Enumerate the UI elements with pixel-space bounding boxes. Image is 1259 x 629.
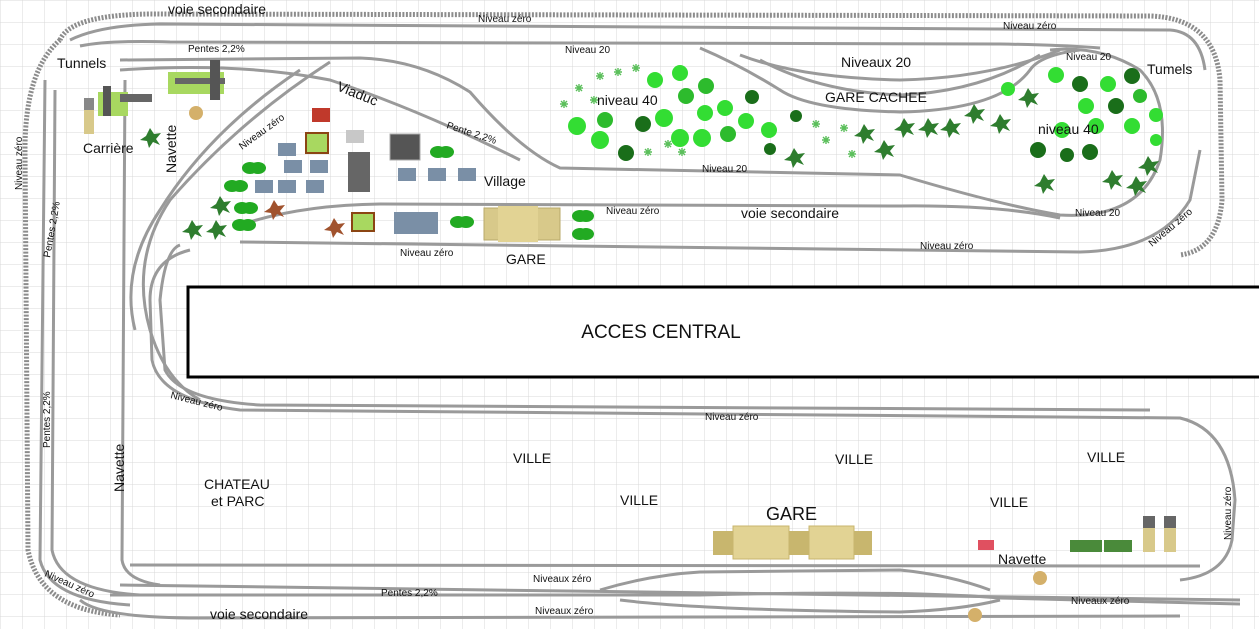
upper-station-main: [498, 206, 538, 242]
label-niveaux-zero-3: Niveaux zéro: [1071, 596, 1130, 607]
upper-station-track-1: [239, 202, 1061, 227]
label-niveau-zero-left-vertical: Niveau zéro: [14, 136, 25, 190]
label-pentes-left-2: Pentes 2,2%: [42, 391, 53, 448]
diagonal-track-inner: [129, 68, 301, 331]
label-gare-bottom: GARE: [766, 504, 817, 524]
station-depot: [394, 212, 438, 234]
label-et-parc: et PARC: [211, 493, 264, 509]
label-pentes-bottom: Pentes 2,2%: [381, 588, 438, 599]
label-gare-top: GARE: [506, 251, 546, 267]
bottom-switch-2: [619, 598, 1001, 614]
label-pentes-top: Pentes 2,2%: [188, 44, 245, 55]
label-carriere: Carrière: [83, 140, 134, 156]
top-track-2: [79, 40, 1101, 50]
silo-2-top: [1164, 516, 1176, 528]
bottom-track-4: [78, 598, 1181, 620]
bottom-track-2: [119, 583, 1241, 602]
bottom-track-3: [110, 591, 1241, 606]
acces-central-area: ACCES CENTRAL: [186, 285, 1259, 379]
label-niveau-zero-top: Niveau zéro: [478, 14, 532, 25]
label-gare-cachee: GARE CACHEE: [825, 89, 927, 105]
left-vertical-1: [38, 79, 131, 607]
label-navette-bottom: Navette: [998, 551, 1046, 567]
label-niveau-zero-left-station: Niveau zéro: [606, 206, 660, 217]
upper-station-track-2: [239, 149, 1202, 254]
acces-central-label: ACCES CENTRAL: [581, 322, 740, 343]
water-tower: [189, 106, 203, 120]
left-vertical-3: [120, 79, 161, 587]
forest-right: [1001, 67, 1163, 162]
label-chateau: CHATEAU: [204, 476, 270, 492]
label-navette-top: Navette: [163, 125, 179, 173]
bottom-track-1: [129, 563, 1201, 568]
label-niveaux-zero-1: Niveaux zéro: [533, 574, 592, 585]
red-house: [312, 108, 330, 122]
label-niveau-zero-right-vertical: Niveau zéro: [1223, 486, 1234, 540]
quarry-crane: [103, 86, 111, 116]
garden-plot: [305, 132, 329, 154]
autumn-trees: [264, 200, 345, 238]
label-tunnels-left: Tunnels: [57, 55, 106, 71]
church-building: [348, 152, 370, 192]
label-village: Village: [484, 173, 526, 189]
viaduct-track: [119, 66, 521, 162]
yard-building: [175, 78, 225, 84]
bush-group: [224, 146, 594, 240]
label-voie-secondaire-top: voie secondaire: [168, 1, 266, 17]
label-niveau-20-mid: Niveau 20: [702, 164, 747, 175]
label-niveau-40-left: niveau 40: [597, 92, 658, 108]
label-niveau-zero-top-right: Niveau zéro: [1003, 21, 1057, 32]
station-garden: [351, 212, 375, 232]
label-niveau-20-lower-right: Niveau 20: [1075, 208, 1120, 219]
label-voie-secondaire-bottom: voie secondaire: [210, 606, 308, 622]
left-tunnel-vertical: [22, 38, 121, 618]
label-niveau-40-right: niveau 40: [1038, 121, 1099, 137]
village-hall: [389, 133, 421, 161]
water-tower-bottom-1: [1033, 571, 1047, 585]
silo-1-top: [1143, 516, 1155, 528]
label-niveau-20-right: Niveau 20: [1066, 52, 1111, 63]
label-ville-4: VILLE: [620, 492, 658, 508]
labels: voie secondaire Niveau zéro Niveau zéro …: [14, 1, 1234, 622]
outer-tunnel-loop: [57, 11, 1225, 258]
water-tower-bottom-2: [968, 608, 982, 622]
acces-central-box: [186, 285, 1259, 379]
quarry-machine: [120, 94, 152, 102]
track-network: [22, 11, 1241, 620]
label-tumels-right: Tumels: [1147, 61, 1192, 77]
conifer-group: [140, 88, 1159, 240]
mid-curve-track: [158, 243, 1151, 412]
goods-shed-1: [1070, 540, 1102, 552]
top-track-3: [119, 47, 1164, 217]
hidden-station-track-2: [759, 53, 1041, 97]
quarry-block: [84, 98, 94, 134]
label-voie-secondaire-mid: voie secondaire: [741, 205, 839, 221]
label-ville-1: VILLE: [513, 450, 551, 466]
label-niveau-zero-right-mid: Niveau zéro: [920, 241, 974, 252]
label-navette-left: Navette: [111, 444, 127, 492]
label-ville-3: VILLE: [1087, 449, 1125, 465]
bottom-switch-1: [599, 568, 991, 592]
yard-tower: [210, 60, 220, 100]
label-niveaux-zero-2: Niveaux zéro: [535, 606, 594, 617]
label-niveau-zero-under-village: Niveau zéro: [400, 248, 454, 259]
forest-left: [568, 65, 802, 161]
top-track-1: [69, 22, 1207, 71]
scenery: [84, 60, 1176, 622]
lower-station: [713, 525, 872, 560]
shrub-stars: [560, 64, 856, 158]
upper-station-track-3: [148, 248, 1237, 582]
label-ville-2: VILLE: [835, 451, 873, 467]
label-niveaux-20: Niveaux 20: [841, 54, 911, 70]
goods-shed-2: [1104, 540, 1132, 552]
shuttle-depot: [978, 540, 994, 550]
hidden-station-track-1: [739, 48, 1061, 82]
quarry-block-top: [84, 98, 94, 110]
left-vertical-2: [50, 89, 141, 597]
label-ville-5: VILLE: [990, 494, 1028, 510]
niveau20-loop: [699, 46, 1081, 114]
label-niveau-20-top: Niveau 20: [565, 45, 610, 56]
label-niveau-zero-center: Niveau zéro: [705, 412, 759, 423]
